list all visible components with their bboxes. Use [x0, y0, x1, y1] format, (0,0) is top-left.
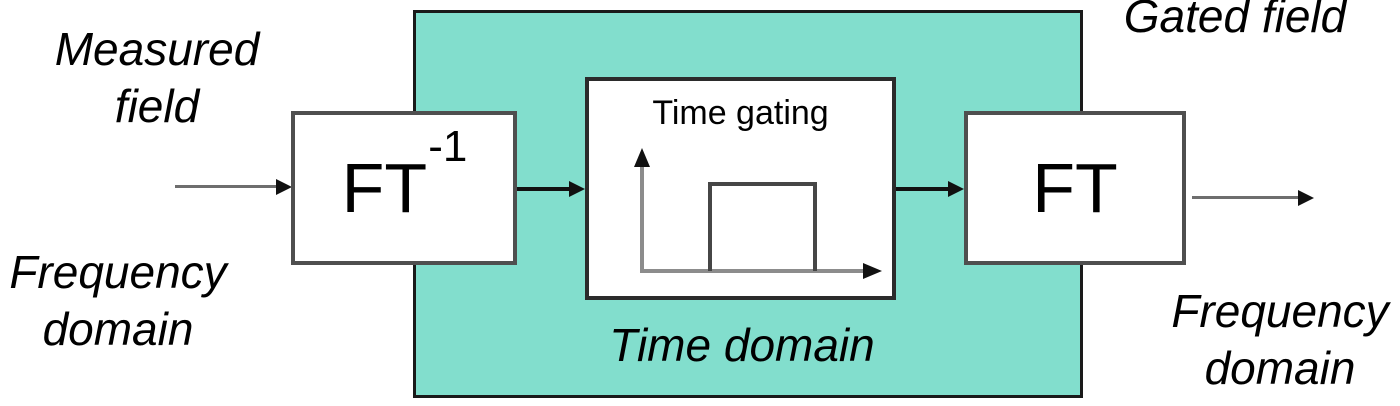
arrow-shaft	[896, 187, 952, 191]
arrow-shaft	[517, 187, 573, 191]
vertical-axis-arrowhead-icon	[634, 148, 650, 167]
output-arrow	[1192, 190, 1314, 206]
ft-inverse-block: FT-1	[291, 111, 517, 265]
gating-to-ft-arrow	[896, 181, 964, 197]
arrowhead-right-icon	[1298, 190, 1314, 206]
input-arrow	[175, 179, 292, 195]
frequency-domain-left-label: Frequency domain	[9, 246, 227, 355]
arrowhead-right-icon	[948, 181, 964, 197]
gate-pulse	[708, 182, 817, 271]
ft-label: FT	[1032, 153, 1118, 223]
ft-block: FT	[964, 111, 1186, 265]
arrow-shaft	[1192, 196, 1301, 199]
ft-inverse-exponent: -1	[428, 121, 468, 171]
ftinv-to-gating-arrow	[517, 181, 585, 197]
measured-field-label: Measured field	[54, 23, 260, 132]
arrowhead-right-icon	[569, 181, 585, 197]
time-gating-block: Time gating	[585, 77, 896, 300]
ft-inverse-base: FT	[341, 149, 428, 227]
frequency-domain-right-label: Frequency domain	[1171, 285, 1389, 394]
gated-field-label: Gated field	[1123, 0, 1347, 42]
ft-base: FT	[1032, 149, 1118, 227]
arrowhead-right-icon	[276, 179, 292, 195]
time-gating-title: Time gating	[652, 94, 829, 132]
arrow-shaft	[175, 185, 279, 188]
gate-pulse-plot	[634, 148, 882, 279]
time-domain-label: Time domain	[609, 319, 875, 371]
horizontal-axis-arrowhead-icon	[863, 263, 882, 279]
ft-inverse-label: FT-1	[342, 124, 468, 223]
